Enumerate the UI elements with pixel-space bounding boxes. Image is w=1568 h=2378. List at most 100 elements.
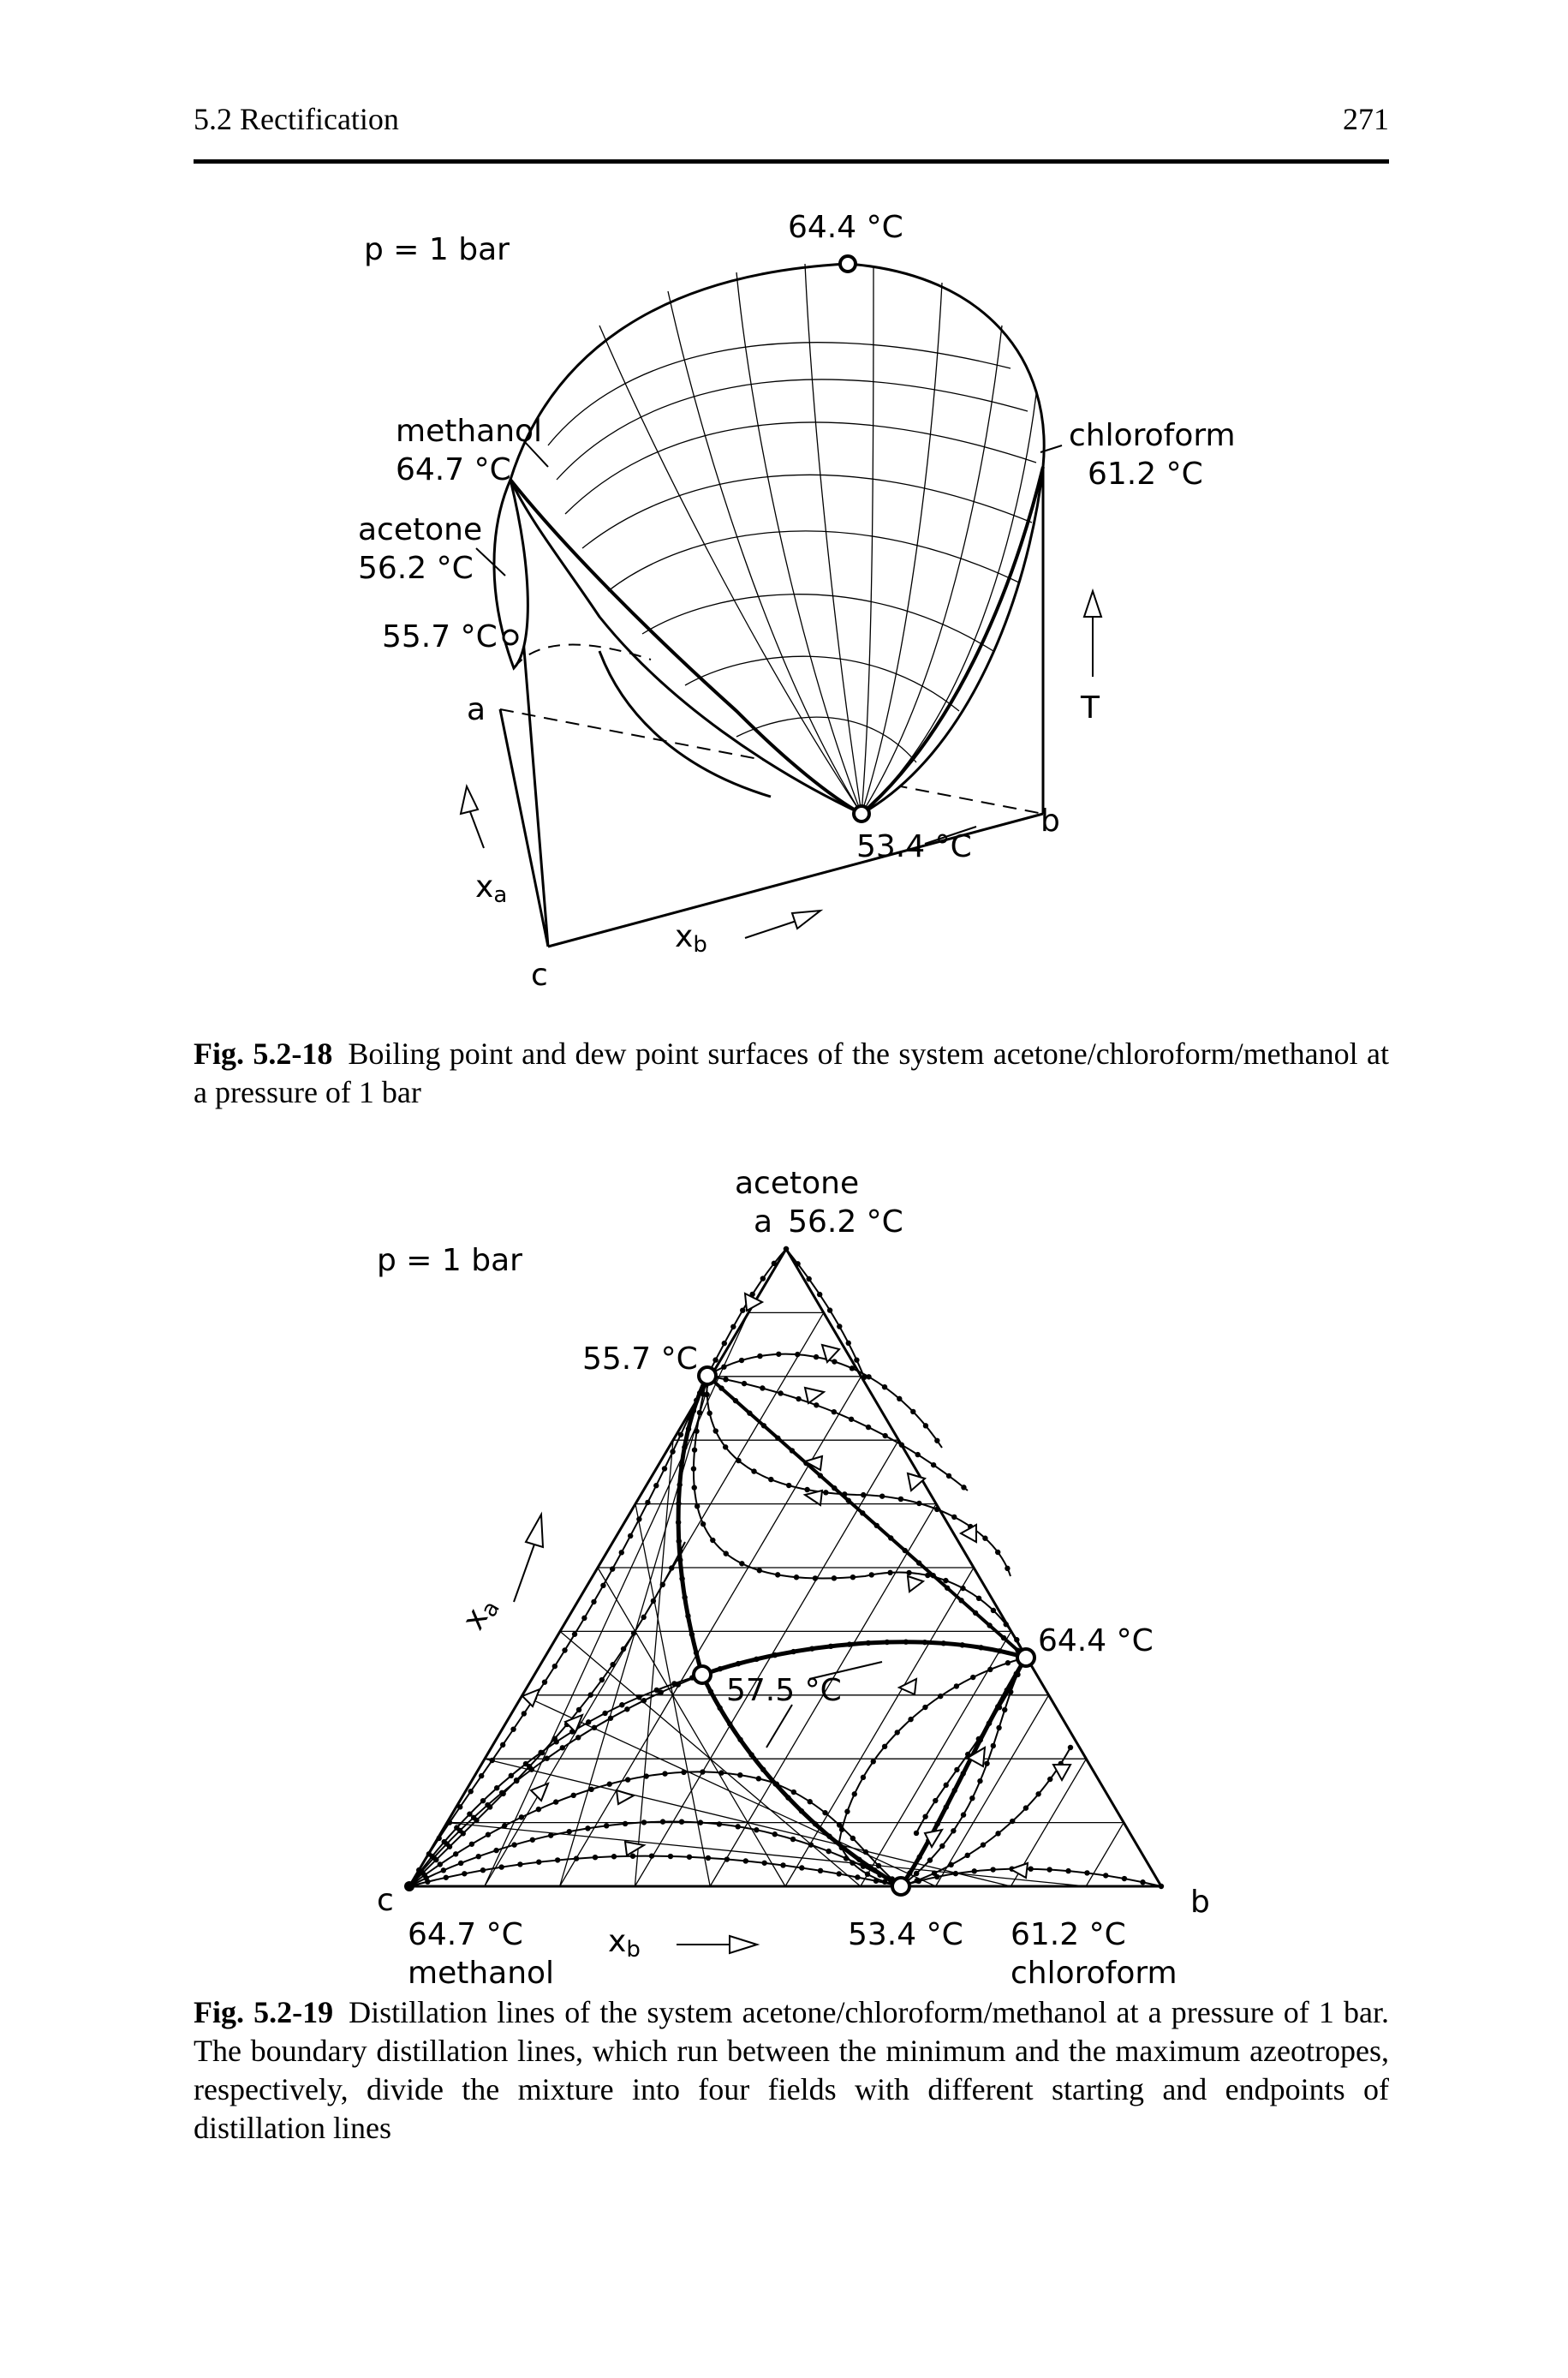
line-dot bbox=[755, 1776, 762, 1782]
line-dot bbox=[521, 1711, 528, 1717]
line-dot bbox=[599, 1676, 605, 1683]
line-dot bbox=[480, 1797, 486, 1804]
line-dot bbox=[850, 1835, 856, 1842]
line-dot bbox=[485, 1831, 492, 1837]
figure-boiling-surface: p = 1 bar 64.4 °C methanol 64.7 °C aceto… bbox=[358, 210, 1236, 993]
line-dot bbox=[877, 1872, 883, 1878]
line-dot bbox=[493, 1847, 499, 1854]
line-dot bbox=[982, 1535, 988, 1541]
line-dot bbox=[754, 1827, 760, 1833]
line-dot bbox=[798, 1808, 805, 1814]
line-dot bbox=[960, 1585, 966, 1592]
line-dot bbox=[1010, 1818, 1016, 1825]
line-dot bbox=[1005, 1660, 1011, 1666]
line-dot bbox=[735, 1660, 742, 1667]
line-dot bbox=[931, 1870, 938, 1876]
line-dot bbox=[740, 1307, 746, 1313]
line-dot bbox=[807, 1799, 813, 1805]
line-dot bbox=[1046, 1867, 1052, 1873]
line-dot bbox=[796, 1395, 802, 1402]
line-dot bbox=[562, 1647, 568, 1653]
line-dot bbox=[990, 1867, 996, 1873]
base-edge-cb bbox=[547, 812, 1044, 948]
line-dot bbox=[757, 1353, 763, 1359]
base-edge-ac bbox=[498, 708, 550, 947]
line-dot bbox=[1014, 1671, 1021, 1677]
line-dot bbox=[618, 1550, 624, 1556]
line-dot bbox=[836, 1871, 842, 1877]
line-dot bbox=[694, 1397, 700, 1403]
line-dot bbox=[588, 1786, 594, 1793]
line-dot bbox=[951, 1828, 957, 1834]
line-dot bbox=[737, 1736, 743, 1742]
line-dot bbox=[571, 1631, 578, 1637]
grid-line bbox=[484, 1758, 1011, 1887]
line-dot bbox=[873, 1878, 879, 1884]
line-dot bbox=[943, 1804, 949, 1810]
line-dot bbox=[551, 1736, 557, 1742]
line-dot bbox=[866, 1374, 872, 1380]
azeotrope-max-marker bbox=[838, 254, 857, 273]
figure1-caption-label: Fig. 5.2-18 bbox=[194, 1037, 333, 1071]
line-dot bbox=[690, 1466, 697, 1472]
line-dot bbox=[826, 1833, 832, 1839]
line-dot bbox=[856, 1856, 862, 1862]
grid-line bbox=[860, 1631, 1012, 1887]
line-dot bbox=[831, 1575, 838, 1581]
line-dot bbox=[958, 1598, 964, 1604]
line-dot bbox=[536, 1859, 542, 1865]
line-dot bbox=[913, 1830, 920, 1837]
line-dot bbox=[1005, 1565, 1011, 1572]
fig2-corner-b: b bbox=[1190, 1885, 1210, 1920]
line-dot bbox=[705, 1855, 712, 1861]
line-dot bbox=[865, 1640, 872, 1646]
line-dot bbox=[922, 1704, 928, 1711]
line-dot bbox=[785, 1795, 791, 1801]
line-dot bbox=[832, 1485, 838, 1491]
line-dot bbox=[510, 1726, 516, 1732]
fig1-methanol-temp: 64.7 °C bbox=[396, 452, 511, 487]
grid-line bbox=[935, 1694, 1050, 1887]
fig1-axis-xb: xb bbox=[675, 919, 707, 958]
fig2-axis-xa: xa bbox=[456, 1591, 505, 1638]
fig2-right-name: chloroform bbox=[1011, 1956, 1177, 1987]
line-dot bbox=[669, 1565, 675, 1571]
line-dot bbox=[581, 1615, 587, 1622]
fig2-azeotrope-534: 53.4 °C bbox=[848, 1917, 963, 1952]
line-dot bbox=[603, 1823, 610, 1829]
line-dot bbox=[854, 1357, 860, 1363]
line-dot bbox=[848, 1416, 855, 1422]
line-dot bbox=[742, 1858, 748, 1864]
line-dot bbox=[977, 1778, 983, 1784]
line-dot bbox=[486, 1804, 493, 1810]
line-dot bbox=[678, 1463, 685, 1469]
line-dot bbox=[600, 1582, 606, 1589]
line-dot bbox=[961, 1485, 967, 1491]
line-dot bbox=[622, 1820, 629, 1827]
xa-axis-arrow bbox=[459, 783, 485, 849]
line-dot bbox=[897, 1395, 903, 1402]
line-dot bbox=[551, 1663, 558, 1670]
line-dot bbox=[915, 1560, 922, 1566]
line-dot bbox=[780, 1862, 786, 1868]
line-dot bbox=[513, 1777, 520, 1784]
line-dot bbox=[662, 1771, 668, 1777]
triangle-outline bbox=[407, 1246, 1164, 1888]
line-dot bbox=[760, 1766, 766, 1772]
line-dot bbox=[591, 1724, 598, 1731]
boundary-557-575 bbox=[676, 1374, 710, 1676]
line-dot bbox=[861, 1374, 867, 1381]
fig2-top-name: acetone bbox=[735, 1166, 859, 1201]
direction-arrows bbox=[521, 1292, 1072, 1879]
line-dot bbox=[817, 1867, 824, 1874]
line-dot bbox=[457, 1860, 464, 1867]
fig1-acetone-temp: 56.2 °C bbox=[358, 551, 474, 586]
line-dot bbox=[990, 1742, 997, 1749]
line-dot bbox=[736, 1457, 742, 1464]
line-dot bbox=[1014, 1637, 1020, 1643]
line-dot bbox=[808, 1842, 814, 1848]
line-dot bbox=[930, 1461, 937, 1468]
line-dot bbox=[527, 1764, 533, 1770]
